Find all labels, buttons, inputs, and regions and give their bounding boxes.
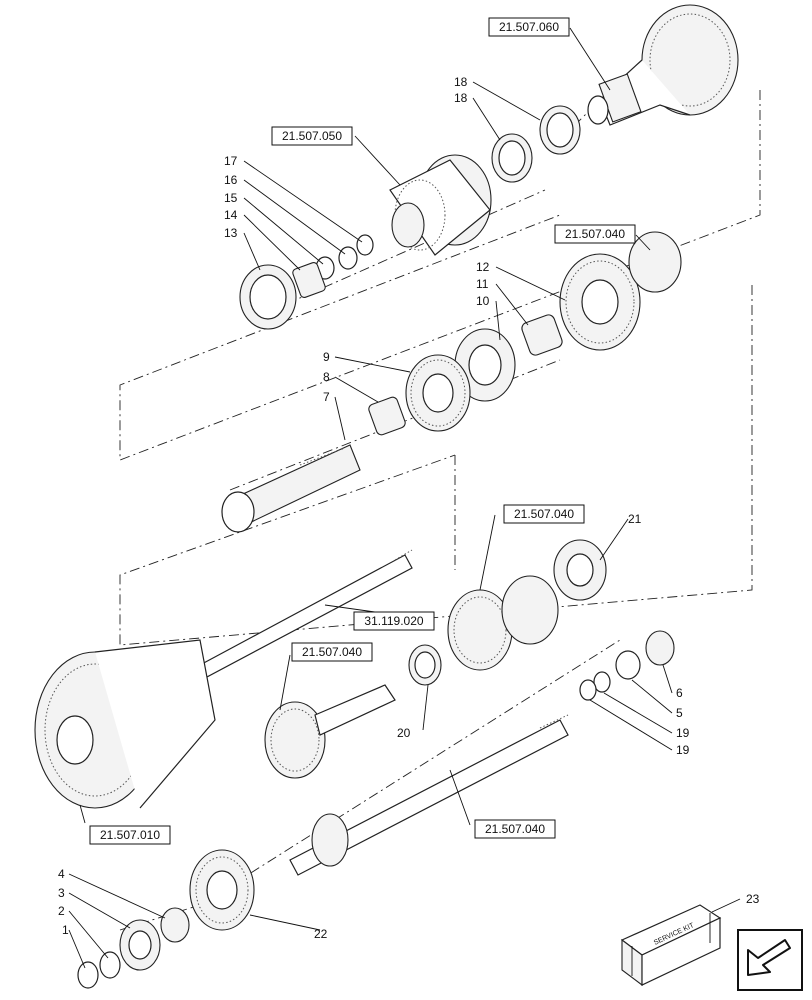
ref-label: 21.507.050: [282, 129, 342, 143]
ref-label: 21.507.040: [302, 645, 362, 659]
callout-number: 3: [58, 886, 65, 900]
sync-gear-assembly: [368, 328, 516, 436]
ref-label: 31.119.020: [364, 614, 423, 628]
callout-numbers: 1 2 3 4 5 6 7 8 9 10 11 12 13 14 15 16 1…: [58, 75, 760, 941]
callout-number: 12: [476, 260, 490, 274]
callout-number: 14: [224, 208, 238, 222]
shaft-gear-20: [264, 644, 442, 779]
ref-label: 21.507.060: [499, 20, 559, 34]
callout-number: 18: [454, 91, 468, 105]
callout-number: 15: [224, 191, 238, 205]
callout-number: 20: [397, 726, 411, 740]
callout-number: 6: [676, 686, 683, 700]
callout-number: 10: [476, 294, 490, 308]
callout-number: 18: [454, 75, 468, 89]
gear-22-rings: [77, 849, 255, 989]
ref-label: 21.507.010: [100, 828, 160, 842]
callout-number: 9: [323, 350, 330, 364]
shaft-7: [221, 444, 361, 533]
ref-label: 21.507.040: [485, 822, 545, 836]
housing-bottom: [34, 639, 216, 809]
callout-number: 19: [676, 743, 690, 757]
callout-number: 1: [62, 923, 69, 937]
rings-13-17: [239, 234, 374, 330]
service-kit-box-icon: SERVICE KIT: [620, 904, 722, 987]
arrow-nav-icon[interactable]: [737, 929, 803, 991]
callout-number: 2: [58, 904, 65, 918]
callout-number: 7: [323, 390, 330, 404]
housing-top: [587, 4, 739, 126]
callout-number: 8: [323, 370, 330, 384]
reference-boxes: 21.507.060 21.507.050 21.507.040 21.507.…: [89, 17, 636, 845]
callout-number: 21: [628, 512, 642, 526]
callout-number: 11: [476, 277, 489, 291]
ref-label: 21.507.040: [565, 227, 625, 241]
ref-label: 21.507.040: [514, 507, 574, 521]
gear-12: [521, 231, 682, 356]
output-shaft: [289, 714, 569, 876]
callout-number: 5: [676, 706, 683, 720]
bearing-18-pair: [491, 105, 581, 183]
callout-number: 23: [746, 892, 760, 906]
callout-number: 22: [314, 927, 328, 941]
callout-number: 13: [224, 226, 238, 240]
callout-number: 19: [676, 726, 690, 740]
rings-5-6-19: [579, 630, 675, 701]
callout-number: 17: [224, 154, 238, 168]
housing-middle: [389, 154, 492, 256]
leader-lines: [68, 27, 741, 969]
callout-number: 4: [58, 867, 65, 881]
gear-cluster-mid: [447, 539, 607, 671]
callout-number: 16: [224, 173, 238, 187]
